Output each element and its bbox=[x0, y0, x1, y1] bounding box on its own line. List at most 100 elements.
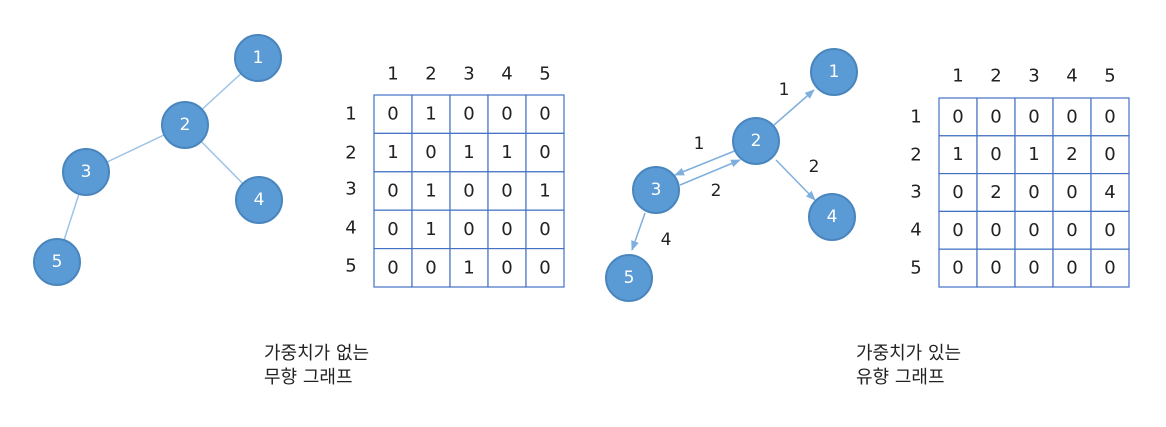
directed-node-5: 5 bbox=[605, 254, 653, 302]
undirected-node-5: 5 bbox=[33, 238, 81, 286]
directed-col-header-2: 2 bbox=[990, 66, 1001, 87]
undirected-node-4-label: 4 bbox=[254, 190, 265, 210]
directed-node-4-label: 4 bbox=[827, 207, 838, 227]
undirected-node-4: 4 bbox=[235, 176, 283, 224]
directed-cell-box-r3-c5 bbox=[1090, 173, 1130, 213]
undirected-cell-r4-c3: 0 bbox=[463, 219, 474, 240]
directed-edge-3-2 bbox=[679, 159, 741, 186]
directed-cell-r1-c3: 0 bbox=[1028, 106, 1039, 127]
directed-cell-box-r2-c4 bbox=[1052, 135, 1092, 175]
directed-node-1-label: 1 bbox=[829, 62, 840, 82]
directed-col-header-3: 3 bbox=[1028, 66, 1039, 87]
undirected-cell-r4-c1: 0 bbox=[387, 219, 398, 240]
directed-node-2: 2 bbox=[732, 117, 780, 165]
directed-cell-box-r3-c4 bbox=[1052, 173, 1092, 213]
directed-cell-box-r5-c1 bbox=[938, 248, 978, 288]
undirected-cell-box-r1-c3 bbox=[449, 94, 489, 135]
undirected-cell-box-r1-c4 bbox=[487, 94, 527, 135]
directed-col-header-1: 1 bbox=[952, 66, 963, 87]
undirected-cell-r4-c2: 1 bbox=[425, 219, 436, 240]
undirected-cell-r2-c2: 0 bbox=[425, 142, 436, 163]
undirected-cell-r3-c2: 1 bbox=[425, 181, 436, 202]
directed-graph: 1 1 2 2 4 1 2 3 4 5 bbox=[605, 48, 858, 302]
directed-weight-2-1: 1 bbox=[779, 80, 790, 100]
directed-cell-r4-c5: 0 bbox=[1104, 220, 1115, 241]
directed-node-1: 1 bbox=[810, 48, 858, 96]
undirected-node-2-label: 2 bbox=[180, 115, 191, 135]
undirected-cell-box-r2-c2 bbox=[411, 132, 451, 173]
undirected-caption: 가중치가 없는 무향 그래프 bbox=[264, 342, 369, 390]
directed-node-5-label: 5 bbox=[624, 268, 635, 288]
undirected-row-header-2: 2 bbox=[345, 143, 356, 164]
directed-edge-3-5 bbox=[631, 212, 646, 251]
directed-cell-r4-c3: 0 bbox=[1028, 220, 1039, 241]
undirected-cell-box-r3-c5 bbox=[525, 171, 565, 211]
undirected-caption-line1: 가중치가 없는 bbox=[264, 343, 370, 364]
directed-caption-line2: 유향 그래프 bbox=[856, 367, 945, 388]
directed-row-header-4: 4 bbox=[910, 220, 921, 241]
undirected-node-1-label: 1 bbox=[253, 48, 264, 68]
directed-cell-r5-c2: 0 bbox=[990, 258, 1001, 279]
undirected-cell-r2-c1: 1 bbox=[387, 142, 398, 163]
directed-cell-r2-c2: 0 bbox=[990, 144, 1001, 165]
undirected-cell-r5-c2: 0 bbox=[425, 257, 436, 278]
directed-matrix-col-headers: 1 2 3 4 5 bbox=[952, 66, 1115, 87]
undirected-node-3-label: 3 bbox=[81, 162, 92, 182]
directed-cell-box-r2-c2 bbox=[976, 135, 1016, 175]
directed-edge-2-4 bbox=[775, 159, 816, 201]
directed-cell-r3-c3: 0 bbox=[1028, 182, 1039, 203]
directed-cell-box-r2-c3 bbox=[1014, 135, 1054, 175]
directed-cell-box-r1-c3 bbox=[1014, 97, 1054, 137]
undirected-cell-box-r1-c2 bbox=[411, 94, 451, 135]
directed-node-2-label: 2 bbox=[751, 131, 762, 151]
directed-cell-box-r4-c5 bbox=[1090, 210, 1130, 250]
directed-cell-r4-c4: 0 bbox=[1066, 220, 1077, 241]
undirected-cell-r4-c5: 0 bbox=[539, 219, 550, 240]
undirected-col-header-5: 5 bbox=[539, 64, 550, 85]
directed-row-header-2: 2 bbox=[910, 145, 921, 166]
undirected-cell-box-r2-c4 bbox=[487, 132, 527, 173]
directed-cell-r2-c4: 2 bbox=[1066, 144, 1077, 165]
directed-weight-2-3: 1 bbox=[694, 134, 705, 154]
undirected-cell-r1-c4: 0 bbox=[501, 104, 512, 125]
directed-cell-r5-c3: 0 bbox=[1028, 258, 1039, 279]
undirected-cell-r1-c2: 1 bbox=[425, 104, 436, 125]
undirected-cell-box-r2-c5 bbox=[525, 132, 565, 173]
directed-cell-r3-c4: 0 bbox=[1066, 182, 1077, 203]
directed-cell-box-r3-c2 bbox=[976, 173, 1016, 213]
directed-cell-r5-c1: 0 bbox=[952, 258, 963, 279]
undirected-row-header-1: 1 bbox=[345, 104, 356, 125]
directed-cell-box-r2-c5 bbox=[1090, 135, 1130, 175]
directed-weight-2-4: 2 bbox=[809, 157, 820, 177]
directed-cell-box-r1-c4 bbox=[1052, 97, 1092, 137]
directed-edge-weights: 1 1 2 2 4 bbox=[661, 80, 820, 250]
directed-cell-r2-c3: 1 bbox=[1028, 144, 1039, 165]
undirected-cell-r3-c5: 1 bbox=[539, 181, 550, 202]
undirected-cell-r5-c4: 0 bbox=[501, 257, 512, 278]
undirected-cell-r5-c1: 0 bbox=[387, 257, 398, 278]
undirected-row-header-3: 3 bbox=[345, 179, 356, 200]
undirected-col-header-2: 2 bbox=[425, 64, 436, 85]
directed-col-header-5: 5 bbox=[1104, 66, 1115, 87]
directed-cell-box-r5-c2 bbox=[976, 248, 1016, 288]
directed-row-header-3: 3 bbox=[910, 182, 921, 203]
directed-caption-line1: 가중치가 있는 bbox=[856, 343, 962, 364]
undirected-cell-box-r5-c3 bbox=[449, 248, 489, 288]
directed-cell-box-r5-c5 bbox=[1090, 248, 1130, 288]
undirected-cell-box-r1-c5 bbox=[525, 94, 565, 135]
undirected-matrix-col-headers: 1 2 3 4 5 bbox=[387, 64, 550, 85]
undirected-cell-r1-c1: 0 bbox=[387, 104, 398, 125]
directed-cell-r4-c1: 0 bbox=[952, 220, 963, 241]
undirected-cell-r3-c3: 0 bbox=[463, 181, 474, 202]
directed-edge-2-1 bbox=[773, 89, 815, 126]
directed-cell-r5-c5: 0 bbox=[1104, 258, 1115, 279]
undirected-cell-r1-c5: 0 bbox=[539, 104, 550, 125]
undirected-cell-r2-c4: 1 bbox=[501, 142, 512, 163]
directed-node-3-label: 3 bbox=[651, 180, 662, 200]
undirected-cell-box-r5-c4 bbox=[487, 248, 527, 288]
undirected-cell-box-r3-c1 bbox=[373, 171, 413, 211]
directed-cell-box-r4-c2 bbox=[976, 210, 1016, 250]
